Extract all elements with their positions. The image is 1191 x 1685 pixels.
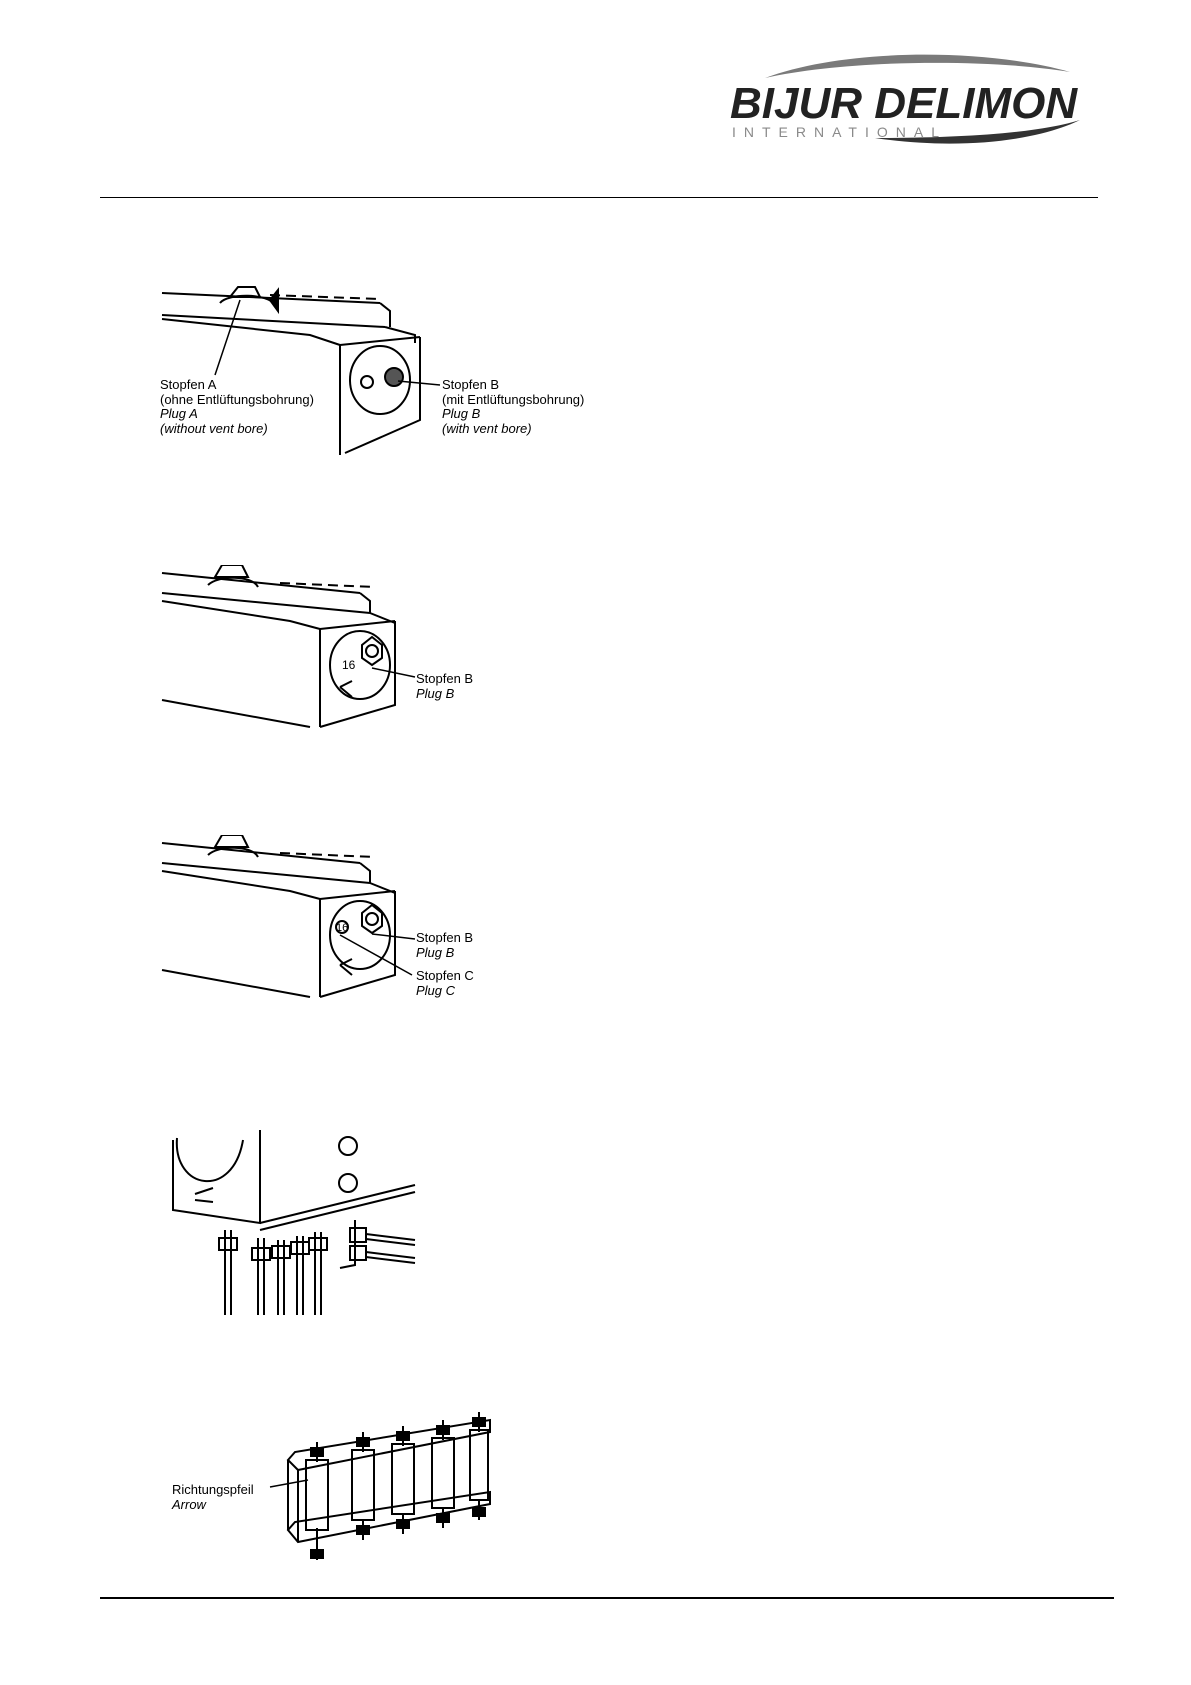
label-plug-b-fig2: Stopfen B Plug B <box>416 672 473 701</box>
label-plug-b-fig2-de: Stopfen B <box>416 672 473 687</box>
label-plug-c-fig3-de: Stopfen C <box>416 969 474 984</box>
header-rule <box>100 197 1098 198</box>
figure-4 <box>165 1130 425 1320</box>
bijur-delimon-logo: BIJUR DELIMON INTERNATIONAL <box>725 50 1105 150</box>
figure-2: 16 Stopfen B Plug B <box>160 565 490 730</box>
label-plug-a: Stopfen A (ohne Entlüftungsbohrung) Plug… <box>160 378 314 436</box>
figure-3: 16 Stopfen B Plug B Stopfen C Plug C <box>160 835 490 1005</box>
label-plug-b-en-note: (with vent bore) <box>442 422 584 437</box>
figure-5: Richtungspfeil Arrow <box>170 1400 500 1570</box>
label-plug-a-en: Plug A <box>160 407 314 422</box>
label-arrow-de: Richtungspfeil <box>172 1483 254 1498</box>
label-plug-b-fig3-en: Plug B <box>416 946 473 961</box>
logo-brand-bottom: INTERNATIONAL <box>732 124 947 140</box>
figure-3-plug-number: 16 <box>336 922 348 934</box>
label-plug-b-de-note: (mit Entlüftungsbohrung) <box>442 393 584 408</box>
figure-2-plug-number: 16 <box>342 658 356 672</box>
footer-rule <box>100 1597 1114 1599</box>
label-plug-b-fig3-de: Stopfen B <box>416 931 473 946</box>
label-plug-b-fig2-en: Plug B <box>416 687 473 702</box>
logo-brand-top: BIJUR DELIMON <box>730 79 1078 128</box>
label-plug-b-de: Stopfen B <box>442 378 584 393</box>
label-plug-b-fig3: Stopfen B Plug B <box>416 931 473 960</box>
figure-4-drawing <box>165 1130 425 1320</box>
label-plug-b: Stopfen B (mit Entlüftungsbohrung) Plug … <box>442 378 584 436</box>
label-plug-c-fig3-en: Plug C <box>416 984 474 999</box>
label-plug-a-de: Stopfen A <box>160 378 314 393</box>
label-arrow-en: Arrow <box>172 1498 254 1513</box>
label-plug-b-en: Plug B <box>442 407 584 422</box>
label-plug-a-de-note: (ohne Entlüftungsbohrung) <box>160 393 314 408</box>
figure-1: Stopfen A (ohne Entlüftungsbohrung) Plug… <box>160 285 620 455</box>
label-plug-a-en-note: (without vent bore) <box>160 422 314 437</box>
label-arrow: Richtungspfeil Arrow <box>172 1483 254 1512</box>
label-plug-c-fig3: Stopfen C Plug C <box>416 969 474 998</box>
figure-2-drawing: 16 <box>160 565 490 730</box>
